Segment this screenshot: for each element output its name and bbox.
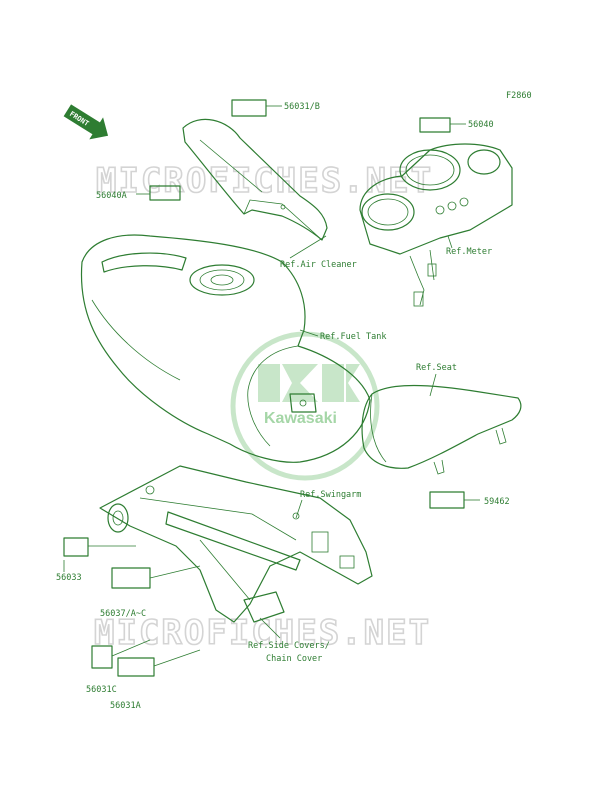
decal-56037 <box>111 567 151 589</box>
label-56031a: 56031A <box>110 701 141 711</box>
swingarm <box>99 465 373 623</box>
kawasaki-logo-text: Kawasaki <box>264 410 337 427</box>
leader-lines <box>63 105 480 667</box>
seat <box>361 384 522 475</box>
label-ref-swingarm: Ref.Swingarm <box>300 490 361 500</box>
decal-56040 <box>419 117 451 133</box>
label-ref-air-cleaner: Ref.Air Cleaner <box>280 260 357 270</box>
label-56033: 56033 <box>56 573 82 583</box>
figure-code: F2860 <box>506 91 532 101</box>
watermark-layer: MICROFICHES.NET MICROFICHES.NET Kawasaki <box>93 160 433 654</box>
label-ref-fuel-tank: Ref.Fuel Tank <box>320 332 387 342</box>
watermark-top: MICROFICHES.NET <box>96 161 433 201</box>
meter-assembly <box>359 143 513 307</box>
label-56040a: 56040A <box>96 191 127 201</box>
label-56040: 56040 <box>468 120 494 130</box>
air-cleaner-cover <box>182 118 328 241</box>
label-decals <box>63 99 465 677</box>
label-56031c: 56031C <box>86 685 117 695</box>
decal-56031c <box>91 645 113 669</box>
label-chain-cover: Chain Cover <box>266 654 322 664</box>
label-59462: 59462 <box>484 497 510 507</box>
fuel-tank <box>80 234 371 463</box>
front-arrow-icon: FRONT <box>63 104 109 140</box>
kawasaki-logo-watermark: Kawasaki <box>230 331 380 481</box>
label-ref-seat: Ref.Seat <box>416 363 457 373</box>
decal-56040a <box>149 185 181 201</box>
decal-59462 <box>429 491 465 509</box>
decal-56031-b <box>231 99 267 117</box>
decal-56031a <box>117 657 155 677</box>
label-ref-meter: Ref.Meter <box>446 247 492 257</box>
label-56037-a-c: 56037/A~C <box>100 609 146 619</box>
label-ref-side-covers: Ref.Side Covers/ <box>248 641 330 651</box>
label-56031-b: 56031/B <box>284 102 320 112</box>
part-labels: 56031/B 56040 56040A Ref.Air Cleaner Ref… <box>56 102 510 711</box>
decal-56033 <box>63 537 89 557</box>
